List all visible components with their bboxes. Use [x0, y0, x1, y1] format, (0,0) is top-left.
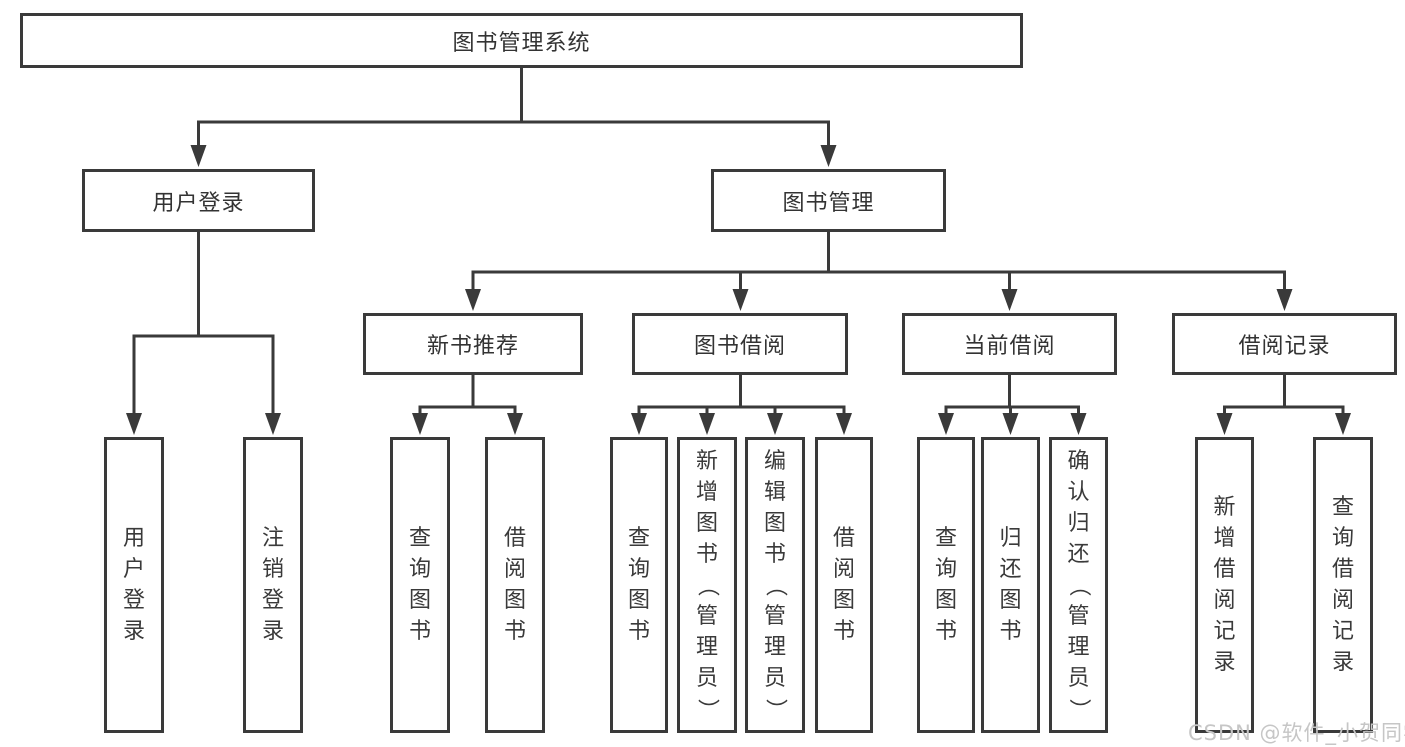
leaf-borrow-book-recommend: 借阅图书 — [485, 437, 545, 733]
leaf-query-book-current: 查询图书 — [917, 437, 975, 733]
connector-new-book-to-leaves — [412, 373, 523, 435]
connector-current-borrow-to-leaves — [938, 373, 1087, 435]
leaf-borrow-book: 借阅图书 — [815, 437, 873, 733]
connector-user-login-to-leaves — [126, 230, 281, 435]
connector-book-borrow-to-leaves — [631, 373, 852, 435]
connector-book-management-to-level3 — [465, 230, 1293, 311]
leaf-return-book: 归还图书 — [981, 437, 1040, 733]
node-new-book-recommend: 新书推荐 — [363, 313, 583, 375]
connector-borrow-record-to-leaves — [1216, 373, 1351, 435]
leaf-logout: 注销登录 — [243, 437, 303, 733]
leaf-add-borrow-record: 新增借阅记录 — [1195, 437, 1254, 733]
csdn-watermark: CSDN @软件_小贺同学 — [1188, 721, 1405, 745]
leaf-query-book-recommend: 查询图书 — [390, 437, 450, 733]
node-borrow-record: 借阅记录 — [1172, 313, 1397, 375]
leaf-query-borrow-record: 查询借阅记录 — [1313, 437, 1373, 733]
node-book-borrow: 图书借阅 — [632, 313, 848, 375]
leaf-confirm-return-admin: 确认归还（管理员） — [1049, 437, 1108, 733]
node-user-login: 用户登录 — [82, 169, 315, 232]
node-library-management-system: 图书管理系统 — [20, 13, 1023, 68]
node-book-management: 图书管理 — [711, 169, 946, 232]
connector-root-to-level2 — [190, 66, 837, 167]
leaf-user-login: 用户登录 — [104, 437, 164, 733]
leaf-edit-book-admin: 编辑图书（管理员） — [745, 437, 805, 733]
node-current-borrow: 当前借阅 — [902, 313, 1117, 375]
leaf-add-book-admin: 新增图书（管理员） — [677, 437, 737, 733]
leaf-query-book-borrow: 查询图书 — [610, 437, 668, 733]
